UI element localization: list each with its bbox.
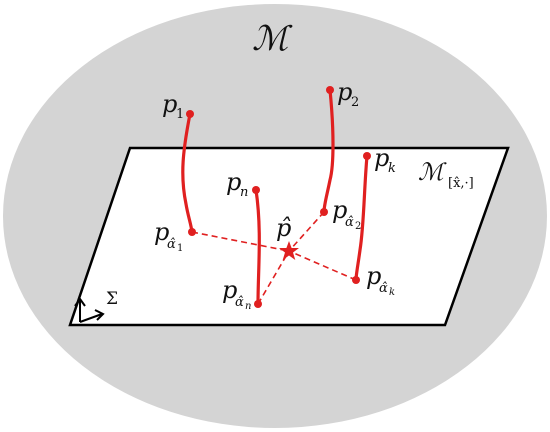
label-phat: p̂ (276, 214, 291, 242)
curve-pk (354, 154, 369, 282)
dash-pak-phat (288, 250, 357, 281)
dash-pan-phat (257, 250, 290, 305)
point-pn (252, 186, 260, 194)
point-labels: p 1 p 2 p k p n p α̂ 1 p α̂ 2 p α̂ k p α… (154, 78, 396, 312)
point-pak (352, 276, 360, 284)
label-p2: p (337, 78, 352, 106)
sigma-axes-icon (74, 297, 105, 323)
label-pa2-subsub: 2 (355, 221, 361, 232)
label-pak-sub: α̂ (379, 281, 388, 296)
label-pk: p (374, 144, 389, 172)
label-pan-subsub: n (245, 301, 251, 312)
plane-label-subscript: [x̂,·] (448, 176, 474, 191)
dashed-connectors (191, 211, 357, 305)
label-pan-sub: α̂ (235, 295, 244, 310)
label-p2-sub: 2 (351, 95, 359, 110)
point-pk (363, 152, 371, 160)
point-pa2 (320, 208, 328, 216)
curve-p1 (181, 112, 194, 234)
point-pa1 (188, 228, 196, 236)
label-pa1-subsub: 1 (177, 243, 183, 254)
label-pa1: p (154, 218, 169, 246)
label-pk-sub: k (388, 161, 396, 176)
tangent-plane (70, 148, 508, 325)
label-pak: p (366, 262, 381, 290)
dash-pa1-phat (191, 231, 290, 252)
label-pn-sub: n (240, 185, 248, 200)
label-pa2-sub: α̂ (345, 215, 354, 230)
label-pak-subsub: k (389, 287, 395, 298)
label-pn: p (226, 168, 241, 196)
dash-pa2-phat (288, 211, 325, 252)
sigma-label: Σ (106, 289, 118, 309)
label-p1-sub: 1 (176, 107, 184, 122)
label-pa2: p (332, 196, 347, 224)
curve-p2 (322, 88, 335, 214)
tangent-plane-edge (68, 146, 510, 327)
points (186, 86, 371, 308)
manifold-label: ℳ (252, 19, 293, 59)
phat-star-icon (279, 241, 299, 260)
plane-label: ℳ (418, 158, 447, 186)
geodesic-curves (181, 88, 369, 306)
label-p1: p (162, 90, 177, 118)
curve-pn (254, 188, 261, 306)
point-pan (254, 300, 262, 308)
label-pan: p (222, 276, 237, 304)
point-p1 (186, 110, 194, 118)
label-pa1-sub: α̂ (167, 237, 176, 252)
point-p2 (326, 86, 334, 94)
